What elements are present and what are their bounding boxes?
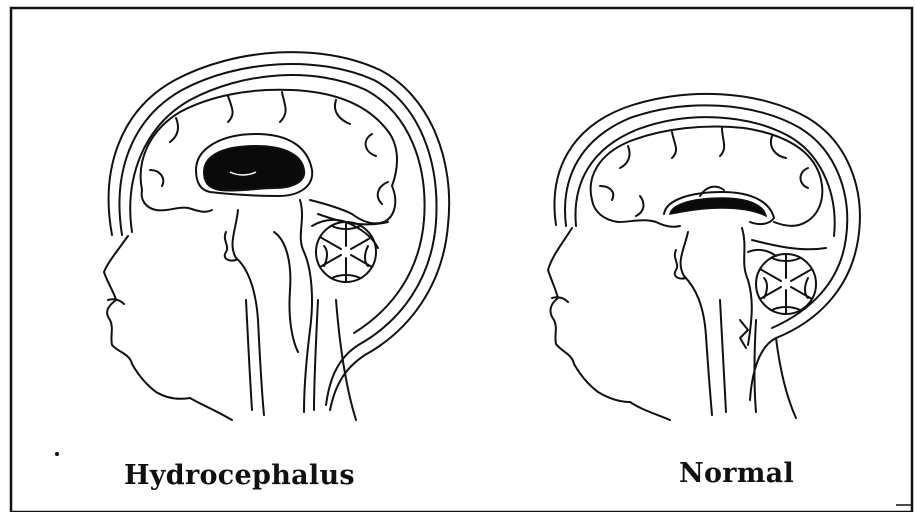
hydro-gyrus-7	[378, 182, 388, 204]
normal-brainstem-left	[681, 232, 712, 415]
normal-gyrus-6	[600, 186, 613, 200]
hydro-gyrus-5	[366, 134, 376, 156]
normal-head-illustration	[548, 94, 860, 420]
hydro-gyrus-3	[280, 92, 286, 122]
normal-spinal-zigzag	[740, 320, 748, 348]
hydro-face-profile	[104, 236, 190, 399]
normal-gyrus-1	[620, 146, 630, 168]
hydro-brainstem-inner	[274, 232, 298, 352]
normal-face-profile	[548, 228, 630, 402]
normal-skull-inner	[576, 117, 835, 236]
normal-fourth-ventricle	[748, 250, 776, 256]
hydro-brain-lower	[142, 190, 212, 212]
hydro-brainstem-left	[233, 210, 264, 415]
hydro-gyrus-4	[335, 100, 350, 124]
hydro-nostril	[108, 299, 124, 304]
normal-gyrus-2	[672, 132, 676, 158]
normal-gyrus-5	[801, 168, 809, 188]
hydro-gyrus-2	[228, 96, 233, 122]
normal-ventricle	[670, 198, 766, 216]
hydrocephalus-head-illustration	[104, 52, 449, 420]
normal-gyrus-7	[636, 196, 643, 216]
hydro-gyrus-1	[170, 118, 178, 142]
hydro-cerebellum	[316, 222, 376, 282]
hydro-skull-inner	[130, 75, 424, 333]
hydro-neck-back	[336, 300, 356, 420]
hydro-spinal-cord-1	[246, 300, 252, 410]
normal-caption: Normal	[679, 458, 794, 489]
normal-chin-neck	[630, 402, 670, 420]
normal-neck-back	[776, 338, 796, 418]
hydro-gyrus-6	[150, 170, 163, 186]
normal-brain-outline	[591, 127, 823, 226]
stray-dot-mark	[55, 452, 59, 456]
normal-cerebellum	[756, 254, 816, 314]
normal-gyrus-3	[720, 128, 724, 156]
hydro-spinal-cord-2	[314, 300, 318, 410]
hydrocephalus-caption: Hydrocephalus	[124, 460, 355, 491]
hydro-brainstem-right	[300, 200, 312, 412]
hydro-enlarged-ventricle	[204, 146, 304, 191]
hydro-chin-neck	[190, 398, 232, 420]
normal-brain-lower	[592, 200, 680, 227]
normal-spinal-cord-1	[720, 300, 726, 412]
normal-tentorium	[752, 240, 826, 249]
